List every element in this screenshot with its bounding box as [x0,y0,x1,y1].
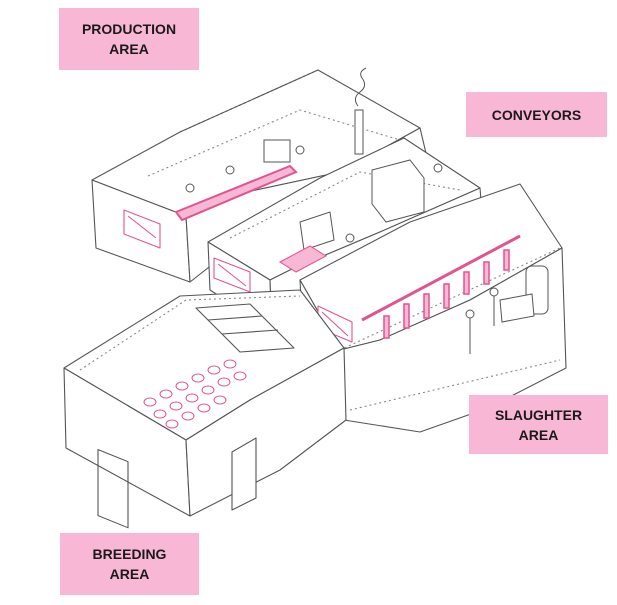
chicken-icon [159,389,173,399]
breeding-area-label: BREEDING AREA [60,533,199,595]
production-conveyor [174,139,305,222]
hanging-carcass-icon [443,283,450,309]
chicken-icon [233,371,247,381]
chicken-icon [175,381,189,391]
worker-figure-icon [225,165,235,175]
chicken-icon [207,365,221,375]
chicken-icon [165,419,179,429]
chicken-flock [143,359,247,429]
chicken-icon [185,393,199,403]
chicken-icon [223,359,237,369]
worker-figure-icon [345,233,355,243]
chicken-icon [217,377,231,387]
chicken-icon [191,373,205,383]
chicken-icon [201,385,215,395]
hanging-carcass-icon [423,293,430,319]
conveyors-label: CONVEYORS [466,92,607,137]
worker-figure-icon [295,145,305,155]
hanging-carcass-icon [403,303,410,329]
worker-figure-icon [433,163,443,173]
worker-figure-icon [185,183,195,193]
worker-figure-icon [465,309,475,319]
slaughter-area-label: SLAUGHTER AREA [469,395,608,454]
chimney [354,67,367,155]
chicken-icon [169,401,183,411]
slaughter-rail [361,234,549,354]
breeding-building [63,289,347,529]
machine-icon [263,139,291,163]
chicken-icon [181,411,195,421]
chimney-smoke-icon [354,67,367,107]
chicken-icon [153,409,167,419]
chicken-icon [197,403,211,413]
roof-skylight [195,303,295,353]
conveyor-machine [279,159,443,273]
chicken-icon [213,395,227,405]
chicken-icon [143,397,157,407]
breeding-door [97,449,129,529]
hanging-carcass-icon [383,315,390,339]
worker-figure-icon [489,287,499,297]
hanging-carcass-icon [483,261,490,285]
breeding-door-right [231,437,257,511]
hanging-carcass-icon [463,271,470,295]
production-area-label: PRODUCTION AREA [59,8,199,70]
hanging-carcass-icon [503,249,510,271]
